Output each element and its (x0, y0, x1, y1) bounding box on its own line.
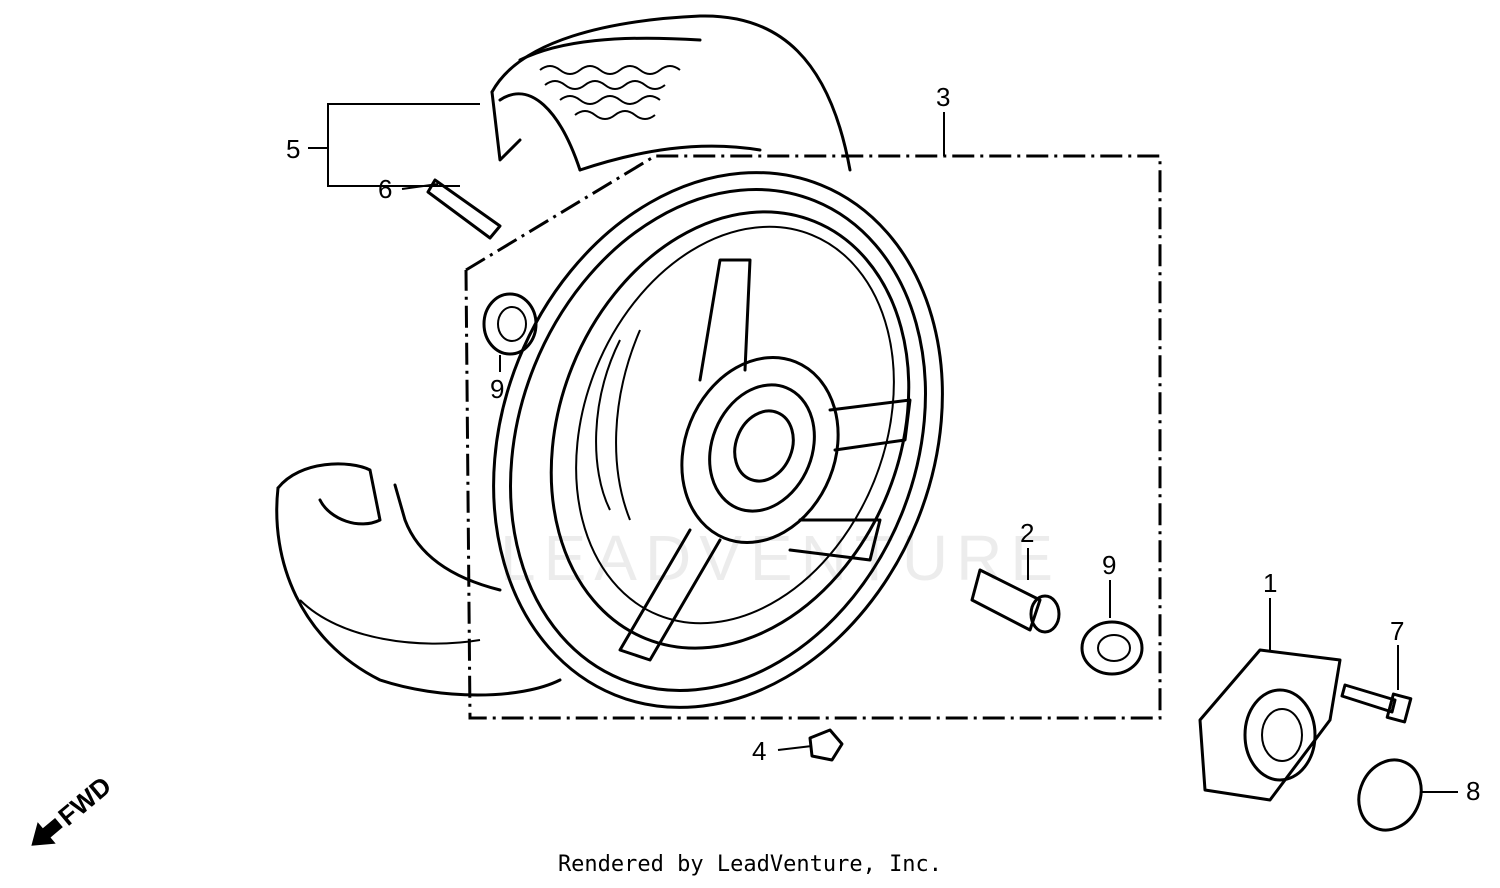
callout-3: 3 (936, 82, 950, 112)
bolt[interactable] (1340, 683, 1413, 724)
callout-8: 8 (1466, 776, 1480, 806)
callout-9-left: 9 (490, 374, 504, 404)
valve[interactable] (426, 178, 502, 240)
bearing-right[interactable] (1080, 620, 1144, 676)
callout-2: 2 (1020, 518, 1034, 548)
o-ring[interactable] (1348, 750, 1433, 841)
forward-arrow-icon (31, 817, 63, 846)
tire[interactable] (275, 14, 852, 697)
fwd-indicator: FWD (31, 770, 117, 846)
nut[interactable] (808, 728, 844, 762)
watermark: LEADVENTURE (500, 522, 1061, 594)
fwd-label: FWD (52, 770, 117, 831)
bearing-left[interactable] (482, 292, 538, 356)
callout-7: 7 (1390, 616, 1404, 646)
callout-4: 4 (752, 736, 766, 766)
callout-9-right: 9 (1102, 550, 1116, 580)
footer-credit: Rendered by LeadVenture, Inc. (557, 852, 943, 877)
collar[interactable] (970, 568, 1061, 634)
leader-lines (308, 103, 1458, 793)
wheel-rim[interactable] (416, 104, 1021, 775)
callout-1: 1 (1263, 568, 1277, 598)
callout-5: 5 (286, 134, 300, 164)
callout-6: 6 (378, 174, 392, 204)
flange[interactable] (1198, 648, 1342, 802)
assembly-frame (464, 154, 1162, 720)
